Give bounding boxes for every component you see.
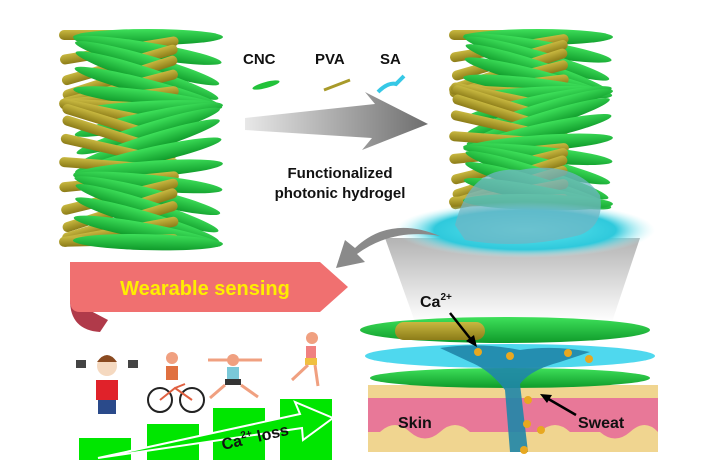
process-label-line2: photonic hydrogel [275, 185, 406, 202]
pva-icon [323, 78, 351, 92]
zoom-funnel [385, 238, 640, 322]
sa-icon [376, 74, 406, 94]
weightlifting-figure [76, 355, 138, 414]
cnc-rod [73, 35, 222, 65]
calcium-ions [474, 348, 593, 454]
legend-pva-label: PVA [315, 51, 345, 68]
cnc-rod [75, 51, 219, 100]
cnc-rod [76, 107, 220, 155]
legend: CNC PVA SA [243, 51, 406, 94]
ca-ion-label: Ca2+ [420, 292, 452, 311]
skin-cross-section: Skin Sweat Ca2+ [360, 292, 658, 454]
cnc-rod [75, 41, 220, 86]
ca-pointer-arrow [449, 312, 474, 343]
cycling-figure [147, 352, 205, 413]
sweat-label: Sweat [578, 415, 625, 432]
hydrogel-splash [455, 167, 601, 244]
ca-loss-arrow [97, 400, 336, 459]
banner-label: Wearable sensing [120, 278, 290, 300]
yoga-figure [208, 354, 262, 400]
cnc-pva-helix-left [59, 29, 223, 251]
legend-cnc-label: CNC [243, 51, 276, 68]
cnc-icon [252, 80, 280, 90]
legend-sa-label: SA [380, 51, 401, 68]
hydrogel-pool [385, 167, 655, 322]
curved-arrow [336, 227, 440, 268]
skin-label: Skin [398, 415, 432, 432]
cnc-rod [75, 184, 219, 233]
sweat-pointer-arrow [544, 395, 577, 417]
cnc-rod [74, 102, 222, 137]
wearable-sensing-banner: Wearable sensing [70, 262, 348, 332]
ca-loss-chart: Ca2+ loss [79, 399, 336, 460]
cnc-rod [72, 233, 223, 251]
process-label-line1: Functionalized [288, 165, 393, 182]
running-figure [290, 332, 320, 387]
banner-ribbon [70, 262, 348, 312]
cnc-rod [74, 176, 221, 216]
sweat-channel [440, 345, 590, 452]
cnc-rod [76, 119, 220, 167]
process-arrow [245, 92, 428, 150]
cnc-rod [73, 171, 223, 194]
pva-layer-top [395, 322, 485, 340]
